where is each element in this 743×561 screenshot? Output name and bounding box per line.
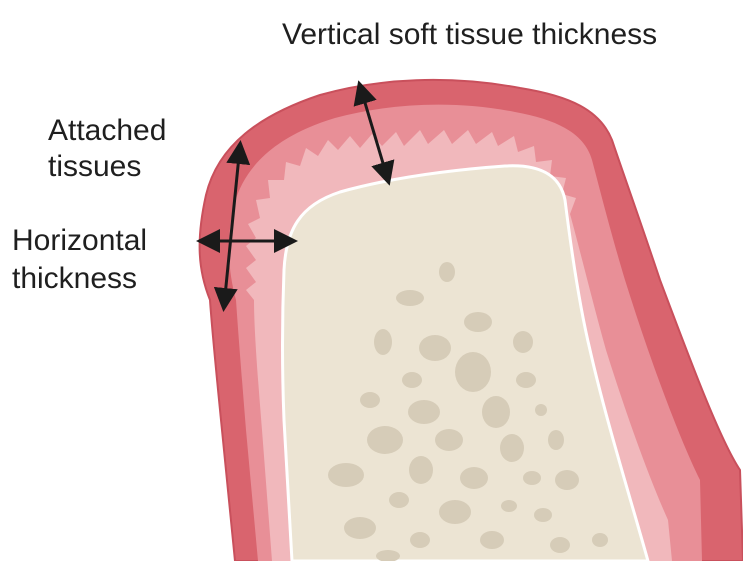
horizontal-thickness-label-line1: Horizontal [12, 224, 147, 257]
vertical-thickness-label: Vertical soft tissue thickness [282, 18, 657, 51]
attached-tissues-label-line1: Attached [48, 114, 166, 147]
attached-tissues-label-line2: tissues [48, 150, 141, 183]
horizontal-thickness-label-line2: thickness [12, 262, 137, 295]
